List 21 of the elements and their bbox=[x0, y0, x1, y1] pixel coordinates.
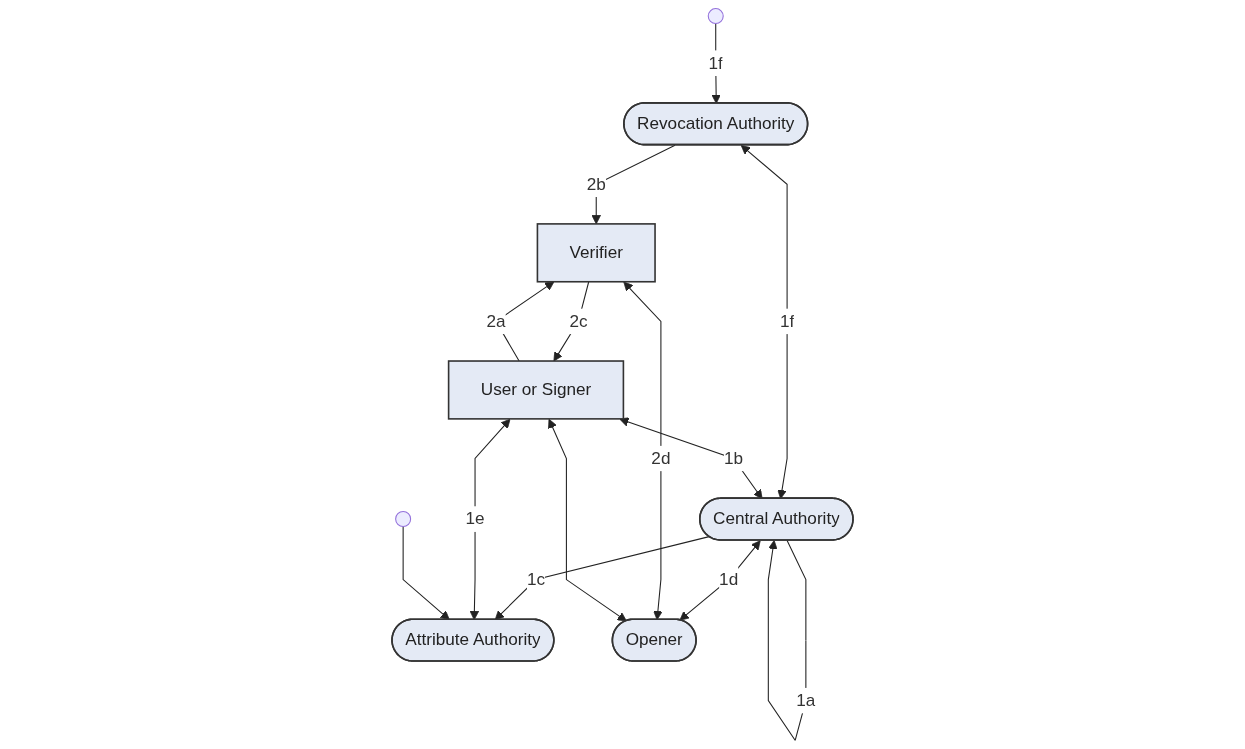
edge-label: 1f bbox=[708, 53, 723, 72]
edge-label: 1f bbox=[779, 311, 795, 330]
arrow bbox=[494, 536, 710, 621]
edge-label: 1b bbox=[723, 448, 743, 468]
edge-label: 2c bbox=[569, 311, 588, 330]
edge-label: 2d bbox=[651, 448, 671, 468]
edge-label: 1c bbox=[526, 569, 545, 589]
arrow bbox=[553, 281, 590, 362]
arrow bbox=[402, 526, 450, 621]
arrow bbox=[619, 417, 763, 500]
edge-label: 2b bbox=[586, 174, 606, 193]
arrow bbox=[548, 418, 627, 622]
edge-label: 2a bbox=[486, 311, 506, 330]
node-box: Verifier bbox=[536, 223, 656, 283]
edge-label: 1e bbox=[465, 509, 485, 528]
edge-label: 1d bbox=[719, 569, 739, 589]
node-box: User or Signer bbox=[447, 360, 625, 420]
edge-label: 1a bbox=[796, 690, 816, 710]
arrow bbox=[740, 145, 788, 500]
arrow bbox=[679, 540, 761, 621]
arrow bbox=[623, 281, 663, 621]
